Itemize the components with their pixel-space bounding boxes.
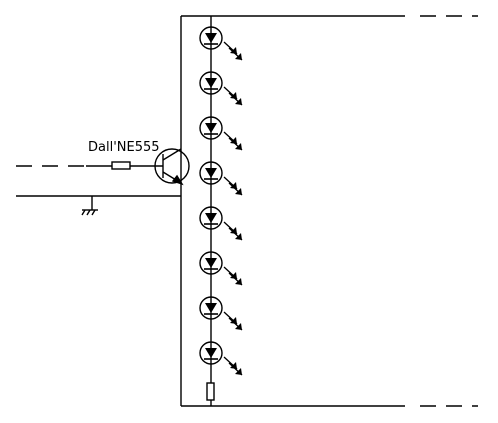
ground-hatch-2 [86, 209, 91, 216]
led-4 [199, 161, 243, 196]
ground-hatch-3 [91, 209, 96, 216]
ground-hatch-1 [81, 209, 86, 216]
led-1 [199, 26, 243, 61]
emitter-arrow [171, 174, 184, 186]
source-label: Dall'NE555 [88, 140, 160, 155]
led-6 [199, 251, 243, 286]
series-resistor [206, 382, 215, 401]
led-7 [199, 296, 243, 331]
led-5 [199, 206, 243, 241]
base-resistor [111, 161, 131, 170]
transistor-symbol [154, 148, 190, 184]
led-3 [199, 116, 243, 151]
led-2 [199, 71, 243, 106]
led-string [199, 26, 243, 376]
led-8 [199, 341, 243, 376]
transistor-collector [162, 148, 182, 161]
